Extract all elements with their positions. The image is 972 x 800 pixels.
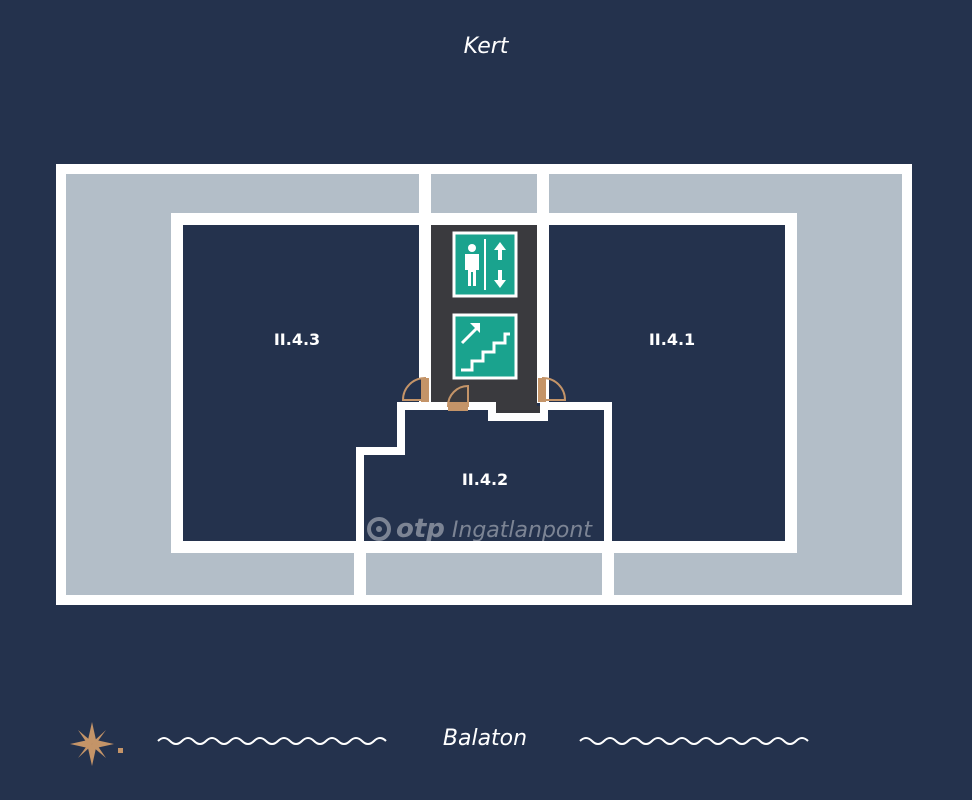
door [542, 376, 567, 401]
wave-icon [579, 737, 809, 745]
door [421, 378, 429, 402]
unit-label-II.4.2[interactable]: II.4.2 [461, 470, 509, 489]
outer-wall [56, 164, 912, 605]
terrace-divider [537, 169, 549, 219]
door [446, 384, 469, 407]
wave-icon [157, 737, 387, 745]
door [448, 402, 468, 411]
terrace-divider [419, 169, 431, 219]
compass-star-icon [70, 722, 123, 766]
unit-label-II.4.1[interactable]: II.4.1 [648, 330, 696, 349]
garden-label: Kert [463, 34, 509, 59]
terrace-divider [602, 547, 614, 600]
stairs-icon [452, 313, 518, 380]
core-wall [419, 225, 431, 403]
watermark-logo-icon [367, 517, 391, 541]
terrace-divider [354, 547, 366, 600]
elevator-icon [452, 231, 518, 298]
watermark: otp Ingatlanpont [396, 514, 592, 544]
core-wall [537, 225, 549, 403]
watermark-brand: otp [396, 514, 445, 544]
watermark-text: Ingatlanpont [451, 518, 592, 543]
door [538, 378, 546, 402]
lake-label: Balaton [442, 726, 528, 751]
unit-label-II.4.3[interactable]: II.4.3 [273, 330, 321, 349]
unit-II.4.2-wall [356, 402, 612, 547]
door [401, 376, 426, 401]
